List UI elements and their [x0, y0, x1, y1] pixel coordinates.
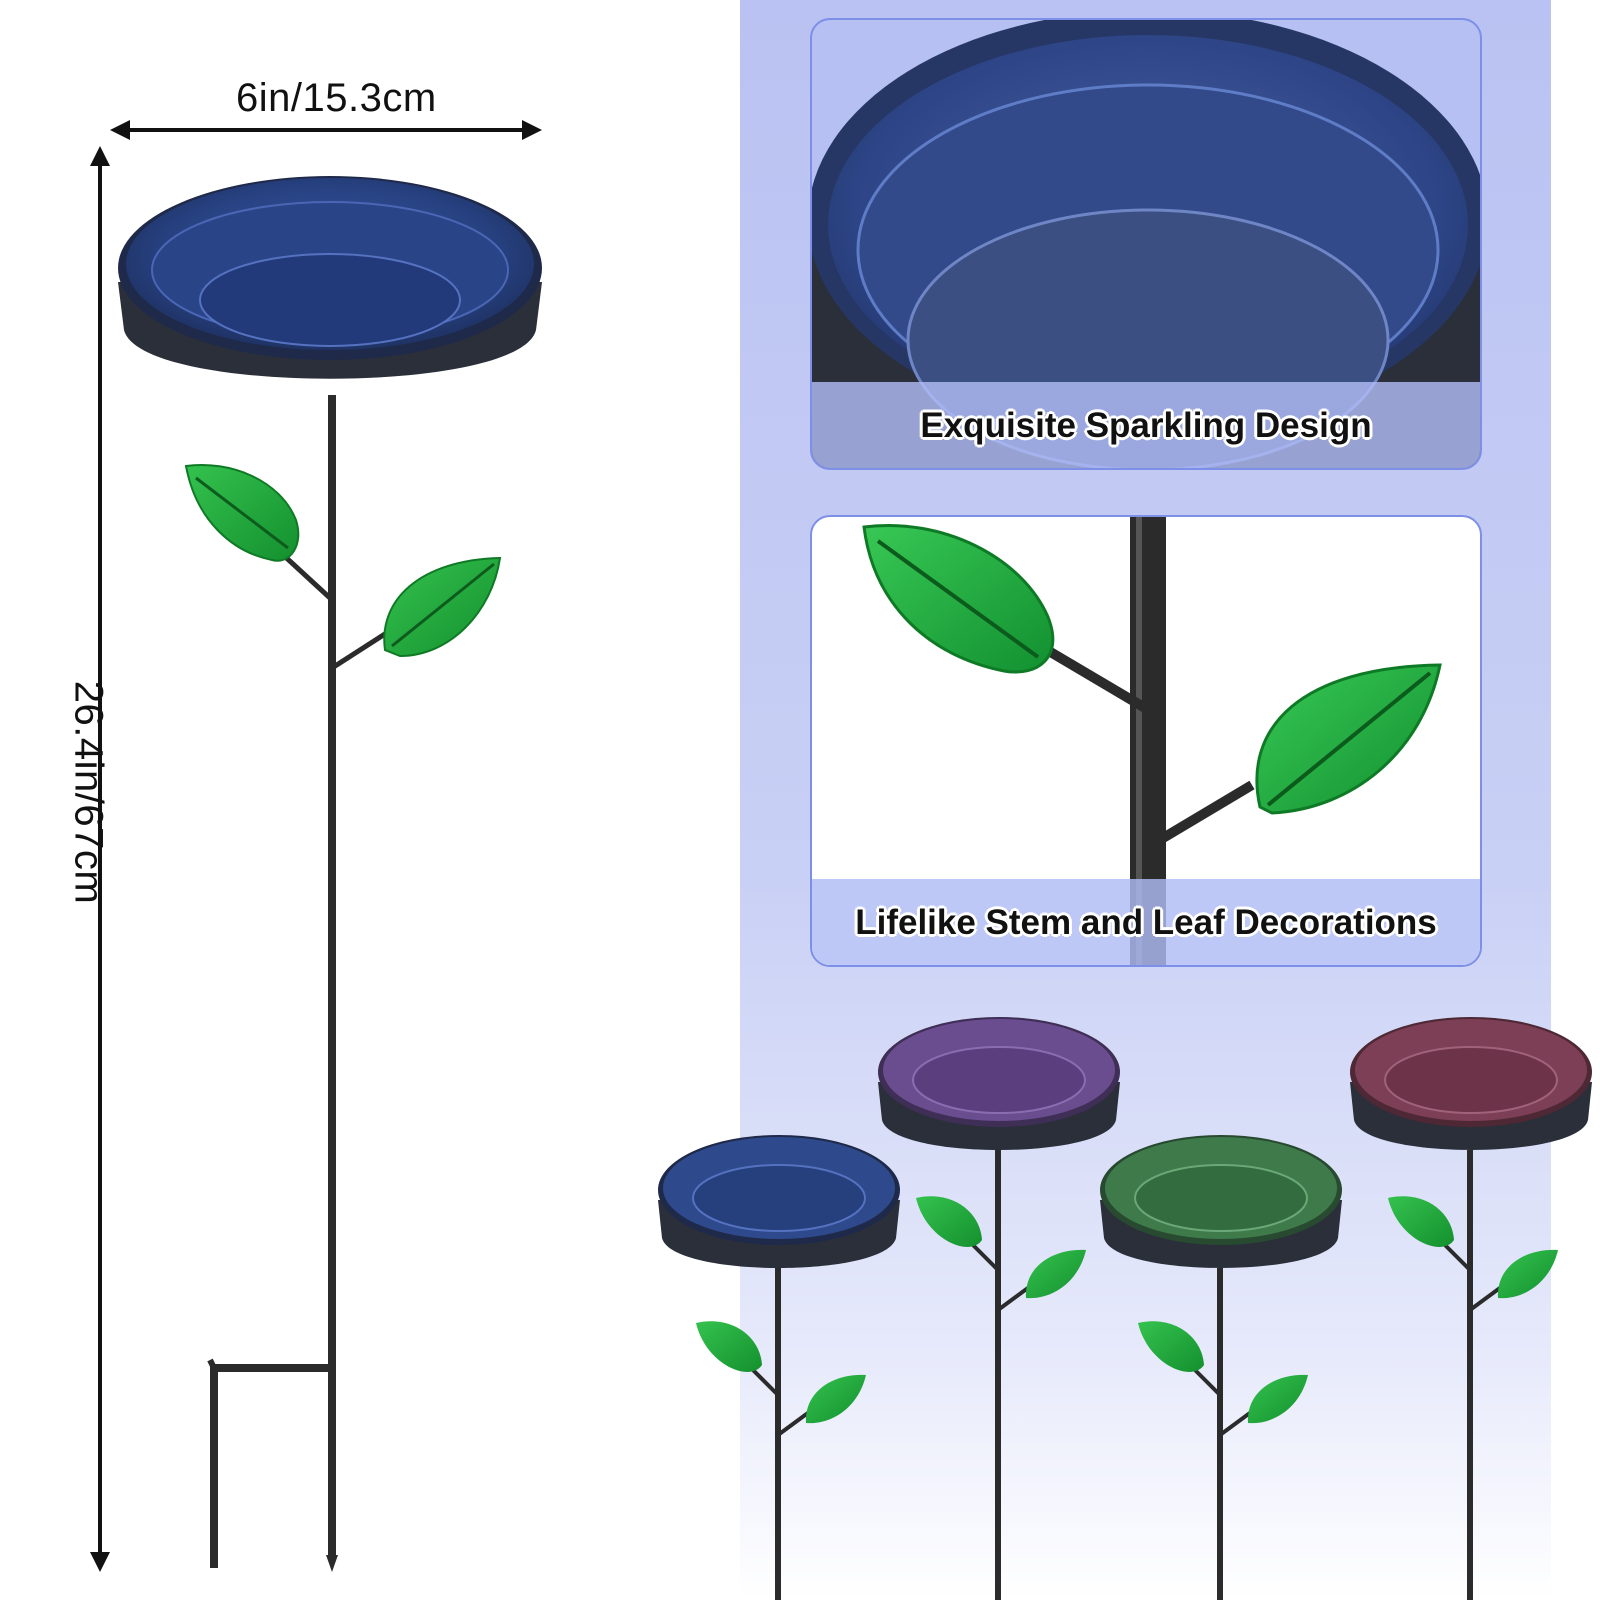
- bird-bath-purple-icon: [878, 1017, 1120, 1600]
- width-dimension-arrow: [110, 120, 542, 140]
- feature-caption: Lifelike Stem and Leaf Decorations: [855, 903, 1437, 942]
- leaf-decoration-lower: [330, 556, 502, 671]
- height-dimension-arrow: [90, 146, 110, 1572]
- stake: [207, 395, 338, 1572]
- caption-band: [812, 382, 1480, 468]
- feature-caption: Exquisite Sparkling Design: [920, 406, 1372, 445]
- leaf-decoration-upper: [184, 464, 332, 600]
- caption-band: [812, 879, 1480, 965]
- width-dimension-label: 6in/15.3cm: [236, 76, 437, 120]
- bird-bath-blue-icon: [658, 1135, 900, 1600]
- feature-card-sparkling: Exquisite Sparkling Design: [810, 18, 1482, 470]
- bird-bath-bowl-blue: [118, 176, 542, 379]
- feature-card-stem-leaf: Lifelike Stem and Leaf Decorations: [810, 515, 1482, 967]
- bird-bath-green-icon: [1100, 1135, 1342, 1600]
- bird-bath-red-icon: [1350, 1017, 1592, 1600]
